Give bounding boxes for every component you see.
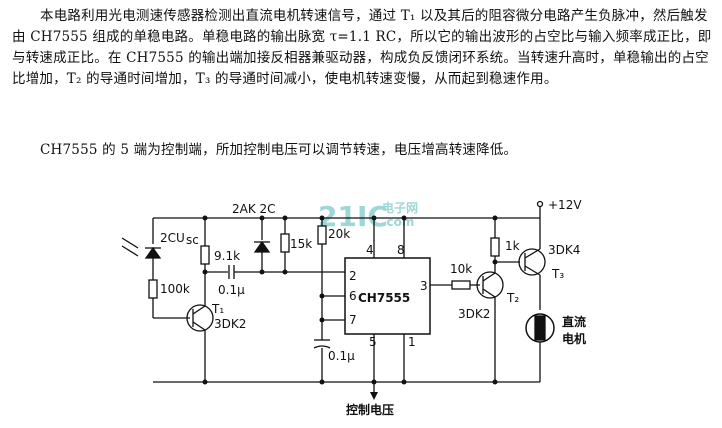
supply-terminal — [536, 200, 544, 208]
label-pin7: 7 — [349, 313, 357, 327]
r-100k-body — [148, 279, 158, 299]
label-t1-type: 3DK2 — [214, 317, 246, 331]
t1-collector — [192, 305, 206, 315]
label-pin3: 3 — [420, 279, 428, 293]
r-10k-body — [451, 280, 471, 290]
label-timing-cap: 0.1μ — [328, 349, 355, 363]
label-supply: +12V — [548, 198, 582, 212]
t2-emitter — [482, 288, 496, 298]
label-photodiode: 2CU — [160, 231, 185, 245]
label-control-voltage: 控制电压 — [346, 402, 394, 417]
t1-circle — [186, 304, 214, 332]
label-diode: 2AK 2C — [232, 202, 276, 216]
label-t1: T₁ — [211, 302, 224, 316]
t2-collector — [482, 272, 496, 282]
label-pin2: 2 — [349, 269, 357, 283]
t3-emitter — [524, 265, 541, 276]
label-photodiode-sub: sc — [186, 233, 199, 247]
label-t2: T₂ — [506, 291, 519, 305]
description-paragraph-2: CH7555 的 5 端为控制端，所加控制电压可以调节转速，电压增高转速降低。 — [40, 142, 518, 158]
r-91k-body — [200, 245, 210, 265]
label-t3: T₃ — [551, 267, 564, 281]
label-t3-type: 3DK4 — [548, 243, 580, 257]
r-1k-body — [490, 237, 500, 257]
label-r-91k: 9.1k — [214, 249, 240, 263]
watermark-cn: 电子网 — [382, 200, 418, 215]
label-t2-type: 3DK2 — [458, 307, 490, 321]
light-arrow-2 — [121, 245, 139, 257]
description-paragraph-1: 本电路利用光电测速传感器检测出直流电机转速信号，通过 T₁ 以及其后的阻容微分电… — [12, 8, 712, 87]
label-r-100k: 100k — [160, 282, 190, 296]
watermark-domain: .com — [382, 215, 414, 229]
photodiode-symbol — [144, 246, 162, 259]
timing-cap-plate-2 — [313, 345, 331, 349]
control-arrow — [370, 392, 378, 400]
t3-circle — [518, 248, 546, 276]
t3-collector — [524, 248, 541, 259]
label-pin8: 8 — [397, 243, 405, 257]
label-pin1: 1 — [408, 335, 416, 349]
label-ic: CH7555 — [358, 291, 410, 305]
label-motor-1: 直流 — [562, 314, 586, 329]
label-r-20k: 20k — [328, 227, 350, 241]
label-pin5: 5 — [369, 335, 377, 349]
label-motor-2: 电机 — [562, 331, 586, 346]
t1-emitter — [192, 321, 206, 331]
ic-body — [344, 257, 431, 335]
junctions — [202, 215, 498, 385]
label-r-10k: 10k — [450, 262, 472, 276]
diode-symbol — [253, 240, 271, 253]
label-cap-01u: 0.1μ — [218, 283, 245, 297]
r-15k-body — [280, 233, 290, 253]
label-r-15k: 15k — [290, 237, 312, 251]
t2-circle — [476, 271, 504, 299]
label-r-1k: 1k — [505, 239, 520, 253]
motor-rotor — [534, 315, 546, 341]
watermark-brand: 21IC — [318, 200, 388, 233]
light-arrow-1 — [121, 237, 139, 249]
label-pin4: 4 — [366, 243, 374, 257]
label-pin6: 6 — [349, 289, 357, 303]
